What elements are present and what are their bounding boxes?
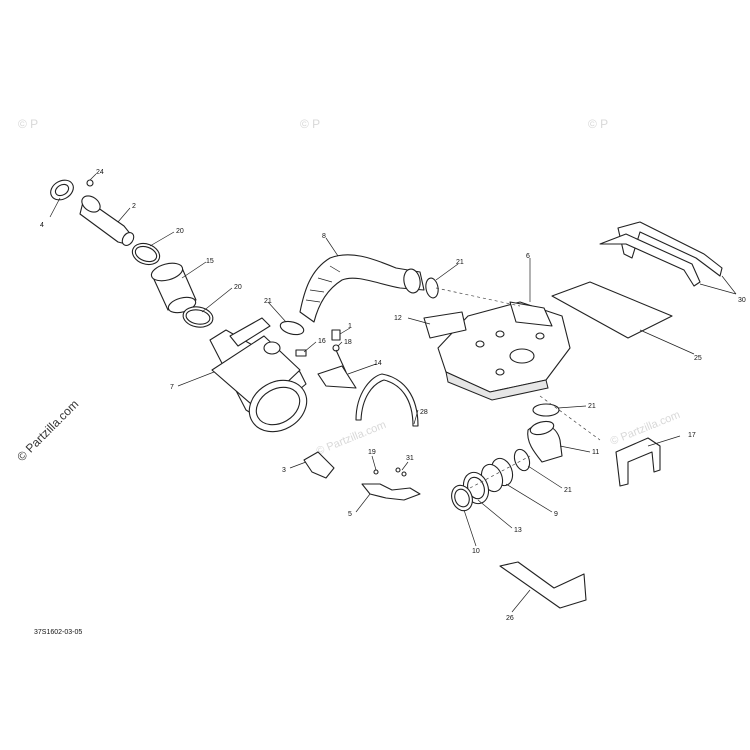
watermark-corner-left: © P [18, 117, 38, 131]
part-bracket-5 [361, 467, 421, 501]
callout-15: 15 [206, 258, 214, 265]
part-seal-ring [451, 484, 473, 512]
part-bracket-small [295, 329, 357, 389]
part-heat-shield-top [551, 281, 673, 339]
watermark-center: © Partzilla.com [315, 419, 388, 458]
callout-9: 9 [554, 511, 558, 518]
part-clamp-upper [131, 242, 161, 266]
callout-21-hose: 21 [264, 298, 272, 305]
callout-14: 14 [374, 360, 382, 367]
callout-19: 19 [368, 449, 376, 456]
watermark-corner-right: © P [588, 117, 608, 131]
callout-21-elbow-top: 21 [588, 403, 596, 410]
part-elbow [527, 420, 563, 463]
part-support-bracket [599, 221, 723, 287]
callout-6: 6 [526, 253, 530, 260]
callout-21-box: 21 [456, 259, 464, 266]
leader-lines [49, 173, 737, 613]
callout-25: 25 [694, 355, 702, 362]
watermark-corner-middle: © P [300, 117, 320, 131]
part-clamp-lower [182, 306, 214, 328]
callout-1: 1 [348, 323, 352, 330]
callout-17: 17 [688, 432, 696, 439]
part-sensor-bracket [423, 311, 467, 339]
callout-7: 7 [170, 384, 174, 391]
callout-11: 11 [592, 449, 599, 456]
callout-5: 5 [348, 511, 352, 518]
assembly-line-hose-to-box [435, 287, 521, 307]
callout-2: 2 [132, 203, 136, 210]
part-exhaust-inlet-tube [79, 195, 135, 246]
callout-10: 10 [472, 548, 480, 555]
part-heat-shield-bottom [499, 561, 587, 609]
callout-8: 8 [322, 233, 326, 240]
part-flex-hose [299, 254, 425, 323]
part-strap [355, 373, 419, 427]
callout-16: 16 [318, 338, 326, 345]
part-clamp-hose-inlet [279, 320, 305, 336]
part-clamp-elbow-bottom [513, 448, 531, 472]
callout-12: 12 [394, 315, 402, 322]
diagram-code: 37S1602-03-05 [34, 629, 82, 636]
part-bracket-17 [615, 437, 661, 487]
callout-21-elbow-bottom: 21 [564, 487, 572, 494]
callout-20-upper: 20 [176, 228, 184, 235]
part-silencer-box [437, 301, 571, 401]
part-clamp-elbow-top [532, 403, 560, 417]
callout-20-lower: 20 [234, 284, 242, 291]
callout-31: 31 [406, 455, 414, 462]
part-sleeve [150, 262, 197, 314]
assembly-line-box-to-elbow [539, 395, 601, 441]
callout-13: 13 [514, 527, 522, 534]
part-clamp-hose-outlet [425, 277, 439, 299]
watermark-side: © Partzilla.com [14, 397, 81, 464]
assembly-line-coupler [469, 455, 531, 489]
callout-28: 28 [420, 409, 428, 416]
callout-3: 3 [282, 467, 286, 474]
callout-4: 4 [40, 222, 44, 229]
callout-26: 26 [506, 615, 514, 622]
callout-18: 18 [344, 339, 352, 346]
callout-30: 30 [738, 297, 746, 304]
part-muffler [209, 317, 308, 433]
callout-24: 24 [96, 169, 104, 176]
part-clamp-flange [50, 179, 94, 201]
part-bracket-3 [303, 451, 335, 479]
